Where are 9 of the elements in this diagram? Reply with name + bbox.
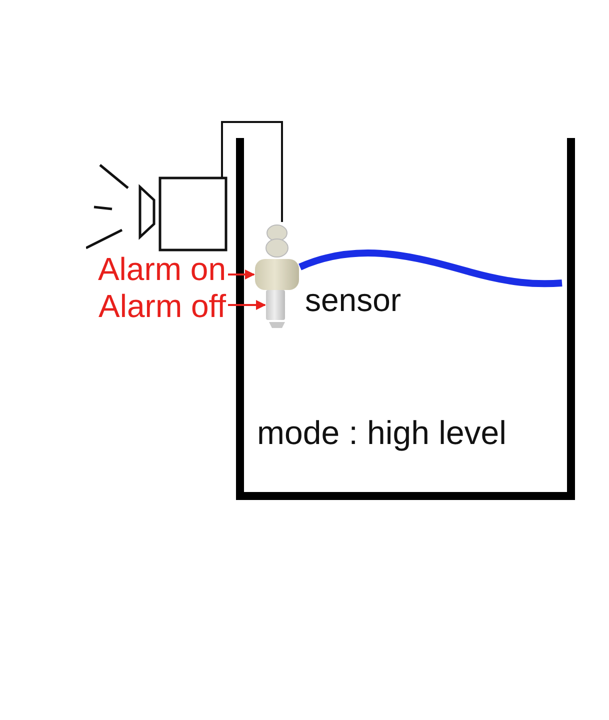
mode-label: mode : high level bbox=[257, 416, 506, 449]
leader-arrow bbox=[228, 270, 255, 280]
sensor-stem bbox=[266, 290, 285, 320]
sensor-float bbox=[255, 259, 299, 290]
callout-label: Alarm off bbox=[40, 290, 226, 322]
wire bbox=[221, 121, 283, 222]
callout-label: Alarm on bbox=[40, 253, 226, 285]
leader-arrow bbox=[228, 300, 266, 310]
sensor-label: sensor bbox=[305, 284, 402, 316]
